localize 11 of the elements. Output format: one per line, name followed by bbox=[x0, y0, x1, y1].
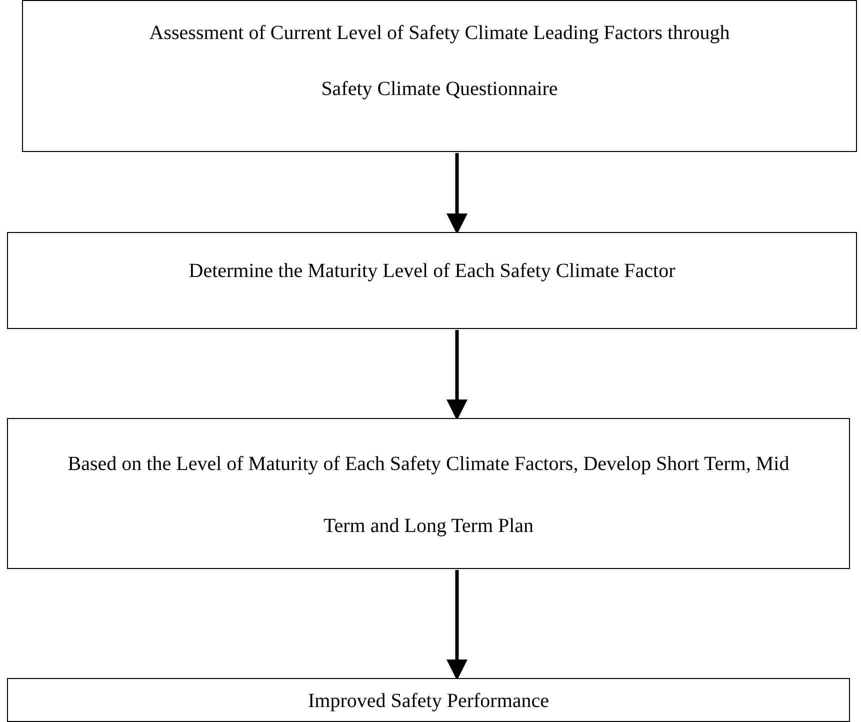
process-box bbox=[7, 232, 857, 329]
step-text: Assessment of Current Level of Safety Climate Leading Factors through Safety Climate Questionnaire bbox=[148, 21, 731, 102]
process-box bbox=[22, 0, 857, 152]
process-box bbox=[7, 418, 850, 569]
step-text: Based on the Level of Maturity of Each Safety Climate Factors, Develop Short Term, Mid Term and Long Term Plan bbox=[66, 452, 790, 539]
arrow bbox=[446, 330, 468, 420]
step-text: Improved Safety Performance bbox=[308, 689, 549, 714]
arrow bbox=[446, 153, 468, 234]
step-text: Determine the Maturity Level of Each Safety Climate Factor bbox=[188, 259, 676, 284]
process-box bbox=[7, 678, 850, 722]
arrow bbox=[446, 570, 468, 680]
